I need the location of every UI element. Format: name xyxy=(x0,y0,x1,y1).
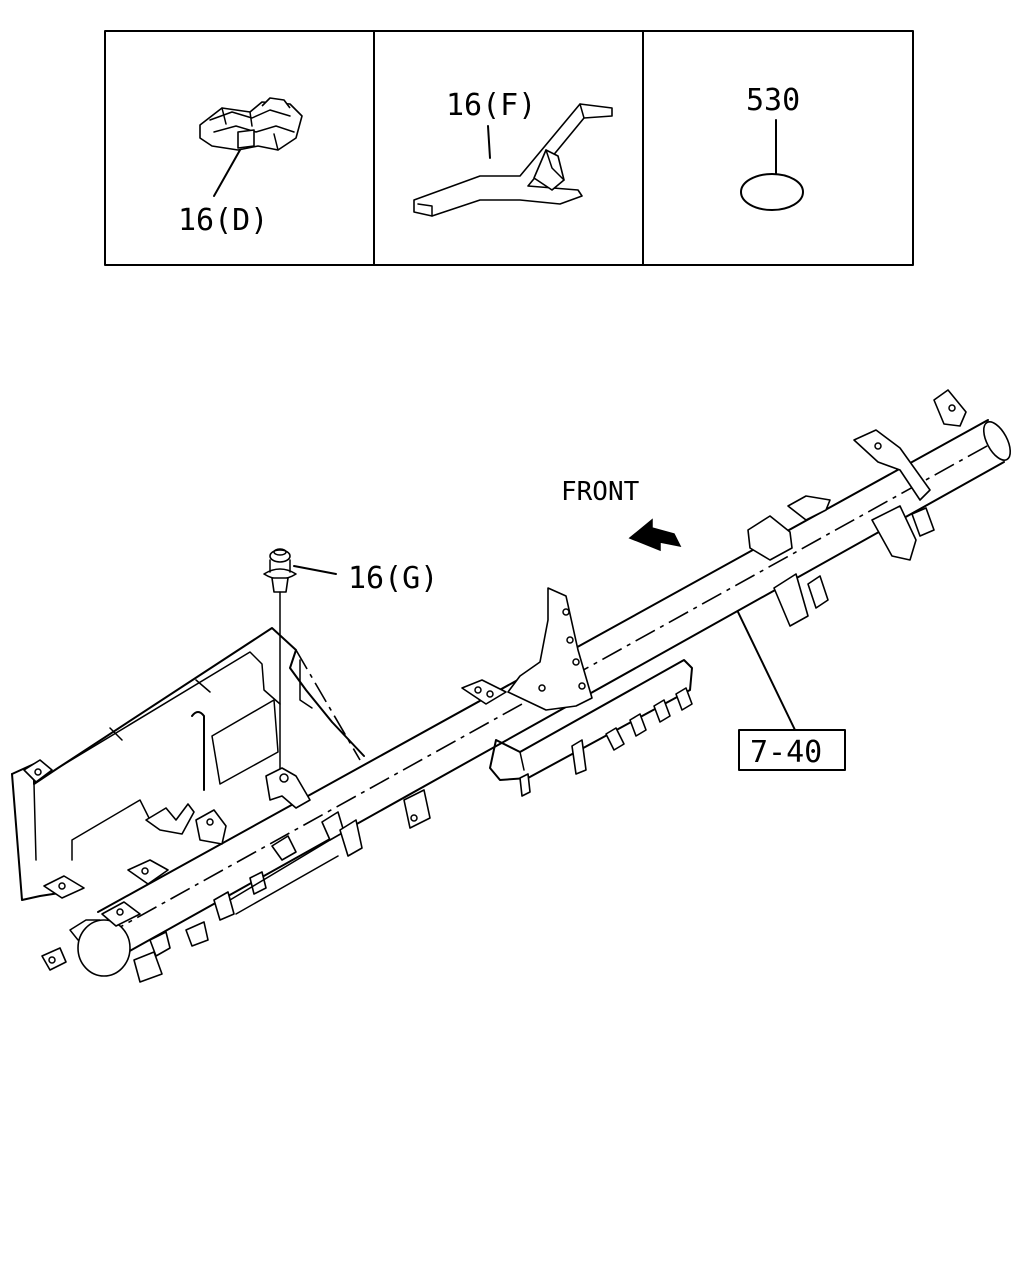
center-bracket xyxy=(461,587,593,711)
leader-7-40 xyxy=(737,611,796,731)
frame-reference-box xyxy=(738,729,846,771)
part-16f-drawing xyxy=(413,103,613,217)
leader-16d xyxy=(213,149,241,197)
front-arrow-icon xyxy=(628,518,682,552)
label-16g: 16(G) xyxy=(348,561,438,596)
label-16d: 16(D) xyxy=(178,203,268,238)
inset-panels xyxy=(104,30,914,266)
part-530-ellipse xyxy=(740,173,804,211)
label-530: 530 xyxy=(746,83,800,118)
front-label: FRONT xyxy=(561,477,640,507)
right-brackets xyxy=(747,389,967,627)
beam-brackets xyxy=(41,767,431,983)
beam-end-cap xyxy=(77,919,131,977)
label-7-40: 7-40 xyxy=(750,735,822,770)
left-frame-structure xyxy=(11,627,365,901)
leader-16f xyxy=(487,125,491,159)
lower-rail xyxy=(489,659,693,797)
inset-frame xyxy=(104,30,914,266)
clip-16g-drawing xyxy=(263,548,297,593)
leader-16g xyxy=(293,565,337,575)
label-16f: 16(F) xyxy=(446,88,536,123)
clip-16d-drawing xyxy=(199,97,303,151)
